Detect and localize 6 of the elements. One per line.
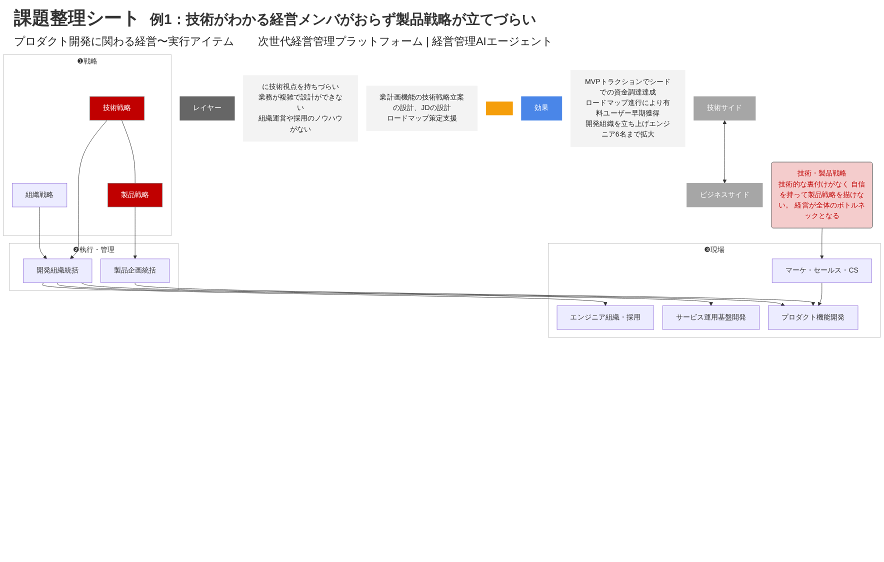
section-heading: プロダクト開発に関わる経営〜実行アイテム bbox=[14, 36, 234, 48]
subtitle: 例1：技術がわかる経営メンバがおらず製品戦略が立てづらい bbox=[150, 11, 536, 27]
node-box bbox=[486, 102, 513, 116]
tagline-text: 次世代経営管理プラットフォーム | 経営管理AIエージェント bbox=[258, 36, 552, 48]
connector bbox=[121, 120, 136, 184]
title: 課題整理シート bbox=[14, 8, 140, 28]
